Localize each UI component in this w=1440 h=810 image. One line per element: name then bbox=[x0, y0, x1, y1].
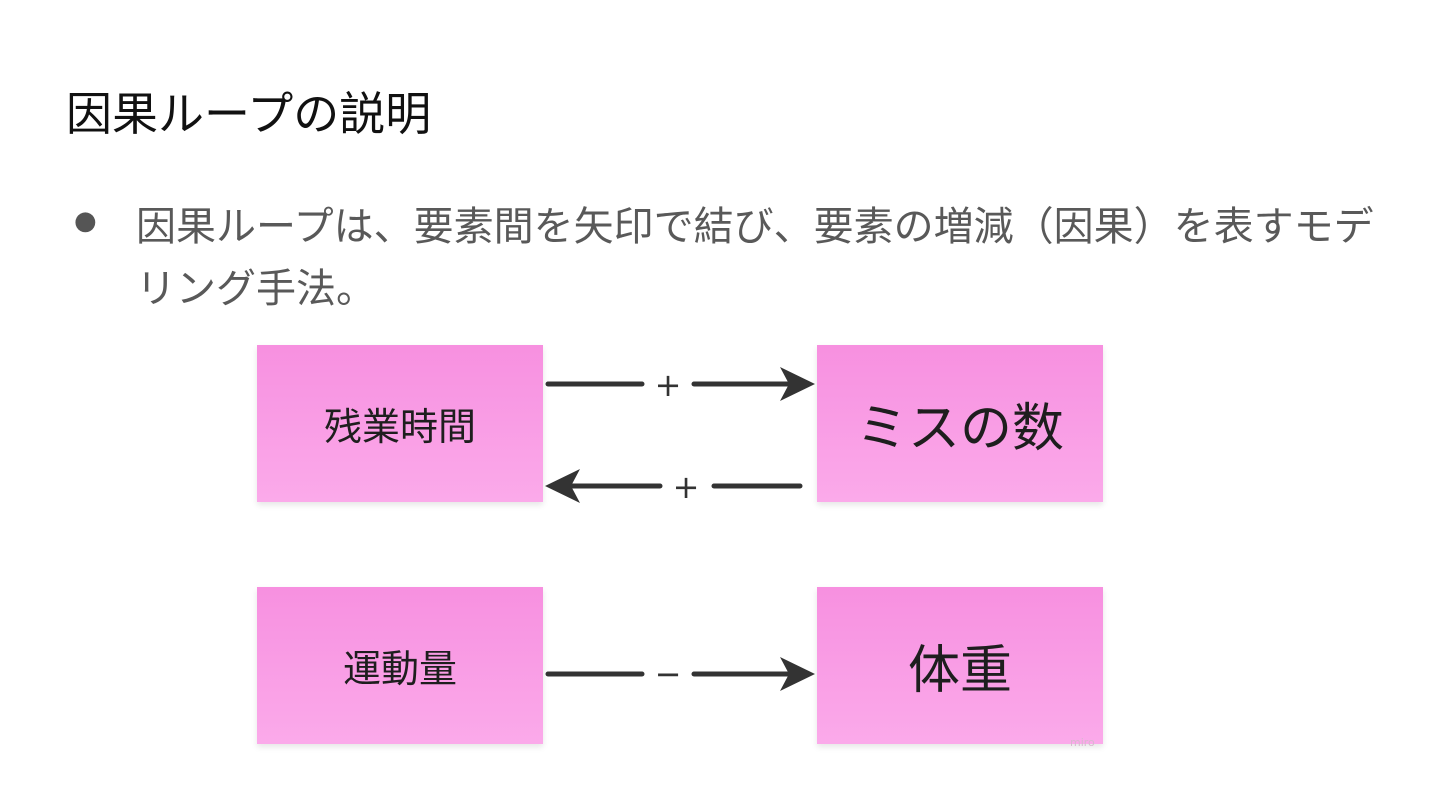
sticky-note-mistakes: ミスの数 bbox=[817, 345, 1103, 502]
miro-watermark: miro bbox=[1070, 736, 1095, 749]
arrow-sign: + bbox=[655, 366, 682, 404]
arrowhead-icon bbox=[780, 657, 815, 691]
arrowhead-icon bbox=[545, 469, 580, 503]
sticky-note-label: 運動量 bbox=[342, 647, 457, 691]
sticky-note-label: 体重 bbox=[907, 641, 1012, 701]
arrow-exercise-to-weight: − bbox=[545, 655, 815, 693]
arrow-sign: + bbox=[673, 468, 700, 506]
arrow-sign: − bbox=[655, 655, 682, 693]
sticky-note-label: 残業時間 bbox=[323, 405, 476, 449]
sticky-note-exercise: 運動量 bbox=[257, 587, 543, 744]
bullet-marker: ● bbox=[74, 206, 97, 236]
sticky-note-overtime: 残業時間 bbox=[257, 345, 543, 502]
sticky-note-label: ミスの数 bbox=[855, 399, 1064, 459]
arrow-mistakes-to-overtime: + bbox=[545, 468, 803, 506]
arrowhead-icon bbox=[780, 367, 815, 401]
arrow-overtime-to-mistakes: + bbox=[545, 366, 815, 404]
bullet-text: 因果ループは、要素間を矢印で結び、要素の増減（因果）を表すモデリング手法。 bbox=[136, 204, 1374, 312]
sticky-note-weight: 体重 bbox=[817, 587, 1103, 744]
page-title: 因果ループの説明 bbox=[66, 87, 432, 141]
